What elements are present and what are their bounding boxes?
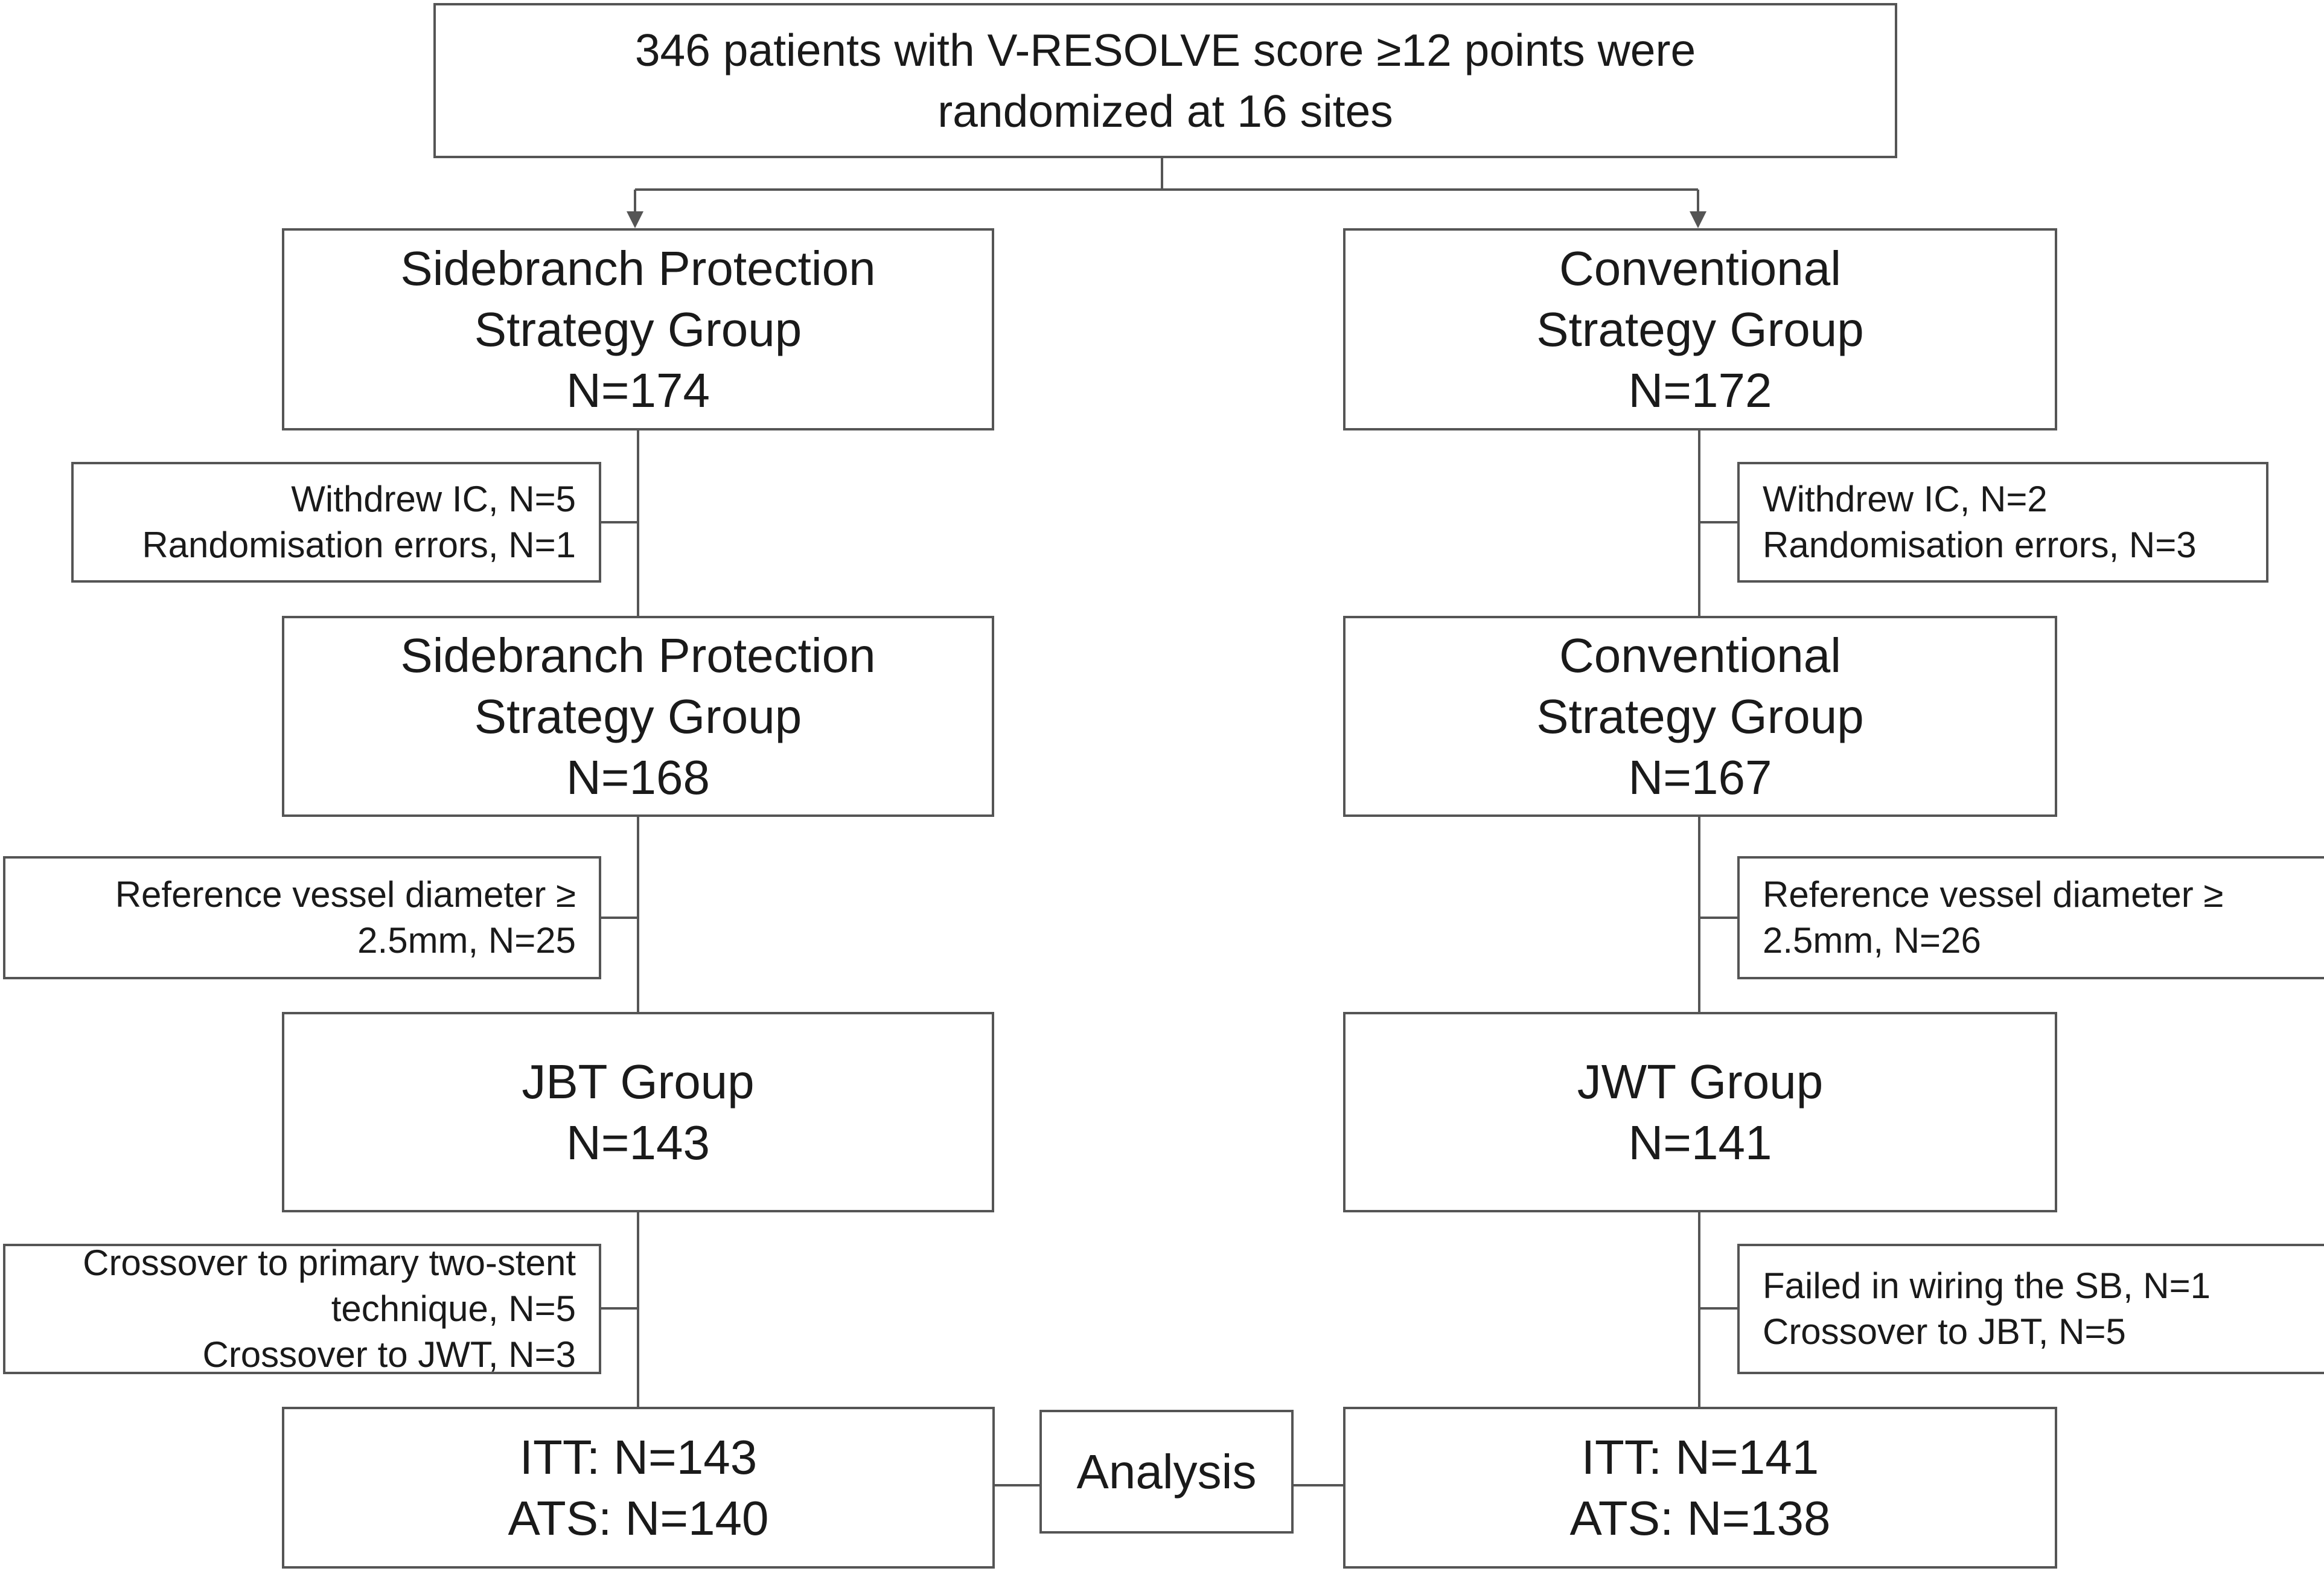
right-analysis-box: ITT: N=141 ATS: N=138 — [1343, 1407, 2057, 1569]
right-group-2-line-1: Conventional — [1559, 629, 1841, 682]
right-analysis-ats: ATS: N=138 — [1569, 1491, 1831, 1545]
left-group-1-line-2: Strategy Group — [474, 302, 802, 356]
left-analysis-ats: ATS: N=140 — [508, 1491, 769, 1545]
left-exclusion-1-box: Withdrew IC, N=5 Randomisation errors, N… — [71, 462, 601, 583]
right-exclusion-1-line-1: Withdrew IC, N=2 — [1763, 479, 2048, 519]
left-exclusion-3-box: Crossover to primary two-stent technique… — [3, 1243, 601, 1375]
analysis-label-box: Analysis — [1039, 1410, 1294, 1534]
right-group-1-count: N=172 — [1628, 363, 1772, 417]
right-group-2-count: N=167 — [1628, 750, 1772, 804]
right-group-3-box: JWT Group N=141 — [1343, 1012, 2057, 1212]
left-group-2-count: N=168 — [566, 750, 710, 804]
right-group-1-line-1: Conventional — [1559, 242, 1841, 295]
right-exclusion-2-line-1: Reference vessel diameter ≥ — [1763, 874, 2224, 915]
left-exclusion-1-line-1: Withdrew IC, N=5 — [291, 479, 576, 519]
randomized-line-2: randomized at 16 sites — [937, 85, 1393, 136]
right-group-1-line-2: Strategy Group — [1536, 302, 1864, 356]
left-group-1-line-1: Sidebranch Protection — [400, 242, 876, 295]
left-group-3-box: JBT Group N=143 — [282, 1012, 994, 1212]
right-group-2-box: Conventional Strategy Group N=167 — [1343, 616, 2057, 817]
right-group-2-line-2: Strategy Group — [1536, 690, 1864, 743]
right-exclusion-1-line-2: Randomisation errors, N=3 — [1763, 525, 2197, 565]
left-group-2-line-2: Strategy Group — [474, 690, 802, 743]
right-group-3-count: N=141 — [1628, 1116, 1772, 1169]
left-exclusion-3-line-3: Crossover to JWT, N=3 — [202, 1334, 576, 1375]
left-exclusion-3-line-1: Crossover to primary two-stent — [83, 1243, 576, 1283]
left-exclusion-3-line-2: technique, N=5 — [331, 1288, 576, 1329]
right-group-3-line-1: JWT Group — [1577, 1055, 1824, 1109]
left-group-1-box: Sidebranch Protection Strategy Group N=1… — [282, 228, 994, 430]
left-group-2-line-1: Sidebranch Protection — [400, 629, 876, 682]
left-group-2-box: Sidebranch Protection Strategy Group N=1… — [282, 616, 994, 817]
arrow-down-left — [627, 211, 643, 228]
left-exclusion-2-box: Reference vessel diameter ≥ 2.5mm, N=25 — [3, 856, 601, 979]
randomized-patients-box: 346 patients with V-RESOLVE score ≥12 po… — [433, 3, 1897, 158]
analysis-label: Analysis — [1076, 1445, 1257, 1499]
right-analysis-itt: ITT: N=141 — [1581, 1430, 1819, 1484]
right-exclusion-2-box: Reference vessel diameter ≥ 2.5mm, N=26 — [1737, 856, 2324, 979]
right-exclusion-3-box: Failed in wiring the SB, N=1 Crossover t… — [1737, 1244, 2324, 1374]
right-exclusion-3-line-1: Failed in wiring the SB, N=1 — [1763, 1265, 2211, 1306]
left-exclusion-2-line-1: Reference vessel diameter ≥ — [115, 874, 576, 915]
left-analysis-box: ITT: N=143 ATS: N=140 — [282, 1407, 995, 1569]
left-group-3-line-1: JBT Group — [522, 1055, 755, 1109]
arrow-down-right — [1690, 211, 1706, 228]
left-group-1-count: N=174 — [566, 363, 710, 417]
randomized-line-1: 346 patients with V-RESOLVE score ≥12 po… — [634, 24, 1696, 75]
left-exclusion-2-line-2: 2.5mm, N=25 — [357, 920, 576, 961]
right-exclusion-3-line-2: Crossover to JBT, N=5 — [1763, 1311, 2126, 1352]
right-exclusion-2-line-2: 2.5mm, N=26 — [1763, 920, 1981, 961]
left-analysis-itt: ITT: N=143 — [519, 1430, 758, 1484]
left-group-3-count: N=143 — [566, 1116, 710, 1169]
left-exclusion-1-line-2: Randomisation errors, N=1 — [142, 525, 576, 565]
right-exclusion-1-box: Withdrew IC, N=2 Randomisation errors, N… — [1737, 462, 2268, 583]
right-group-1-box: Conventional Strategy Group N=172 — [1343, 228, 2057, 430]
